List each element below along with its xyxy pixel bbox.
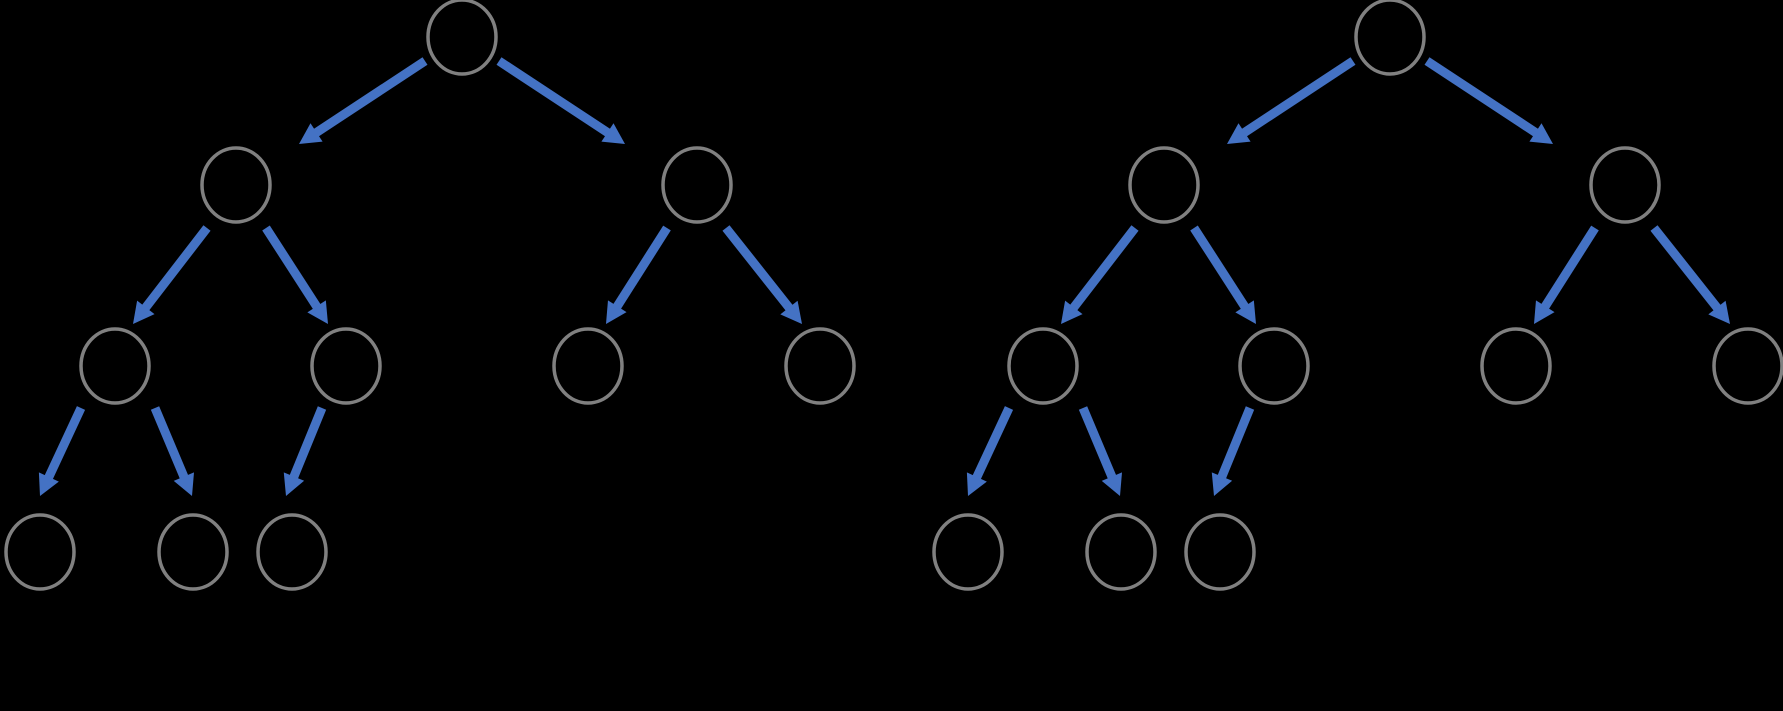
arrow-lr-lrl xyxy=(283,406,327,496)
arrow-ll-lll xyxy=(966,406,1014,496)
arrow-ll-llr xyxy=(1078,406,1123,496)
arrow-shaft xyxy=(262,225,323,312)
arrowhead-icon xyxy=(1534,300,1555,324)
node-lrl xyxy=(1184,513,1256,591)
arrow-r-rr xyxy=(722,225,802,324)
arrowhead-icon xyxy=(299,123,323,144)
arrowhead-icon xyxy=(1211,472,1233,496)
arrow-shaft xyxy=(722,225,795,313)
arrow-ll-lll xyxy=(38,406,86,496)
arrow-l-ll xyxy=(133,225,211,324)
arrow-root-r xyxy=(1424,57,1553,144)
arrow-shaft xyxy=(971,406,1014,482)
arrowhead-icon xyxy=(173,472,195,496)
node-lr xyxy=(310,327,382,405)
node-lll xyxy=(4,513,76,591)
arrowhead-icon xyxy=(601,123,625,144)
arrow-shaft xyxy=(611,225,671,312)
node-r xyxy=(1589,146,1661,224)
arrow-shaft xyxy=(1424,57,1541,138)
node-rl xyxy=(1480,327,1552,405)
node-lrl xyxy=(256,513,328,591)
node-r xyxy=(661,146,733,224)
arrowhead-icon xyxy=(307,300,328,324)
arrow-root-r xyxy=(496,57,625,144)
arrowhead-icon xyxy=(1235,300,1256,324)
node-lll xyxy=(932,513,1004,591)
arrow-root-l xyxy=(299,57,428,144)
node-rl xyxy=(552,327,624,405)
arrow-r-rr xyxy=(1650,225,1730,324)
arrow-root-l xyxy=(1227,57,1356,144)
node-l xyxy=(1128,146,1200,224)
arrow-shaft xyxy=(1068,225,1139,313)
right-tree xyxy=(932,0,1783,591)
arrowhead-icon xyxy=(1529,123,1553,144)
arrowhead-icon xyxy=(1061,300,1083,324)
arrow-shaft xyxy=(1539,225,1599,312)
arrowhead-icon xyxy=(606,300,627,324)
arrow-shaft xyxy=(1650,225,1723,313)
node-llr xyxy=(1085,513,1157,591)
arrow-shaft xyxy=(1216,406,1255,482)
arrow-shaft xyxy=(288,406,327,482)
arrowhead-icon xyxy=(1227,123,1251,144)
arrow-lr-lrl xyxy=(1211,406,1255,496)
node-rr xyxy=(784,327,856,405)
arrow-shaft xyxy=(1078,406,1118,482)
node-root xyxy=(426,0,498,76)
arrowhead-icon xyxy=(1101,472,1123,496)
arrow-l-ll xyxy=(1061,225,1139,324)
node-lr xyxy=(1238,327,1310,405)
arrow-shaft xyxy=(311,57,428,138)
arrowhead-icon xyxy=(1708,300,1730,324)
arrow-shaft xyxy=(43,406,86,482)
arrow-ll-llr xyxy=(150,406,195,496)
arrowhead-icon xyxy=(780,300,802,324)
arrow-shaft xyxy=(496,57,613,138)
arrowhead-icon xyxy=(283,472,305,496)
node-ll xyxy=(79,327,151,405)
arrow-l-lr xyxy=(262,225,328,324)
arrow-shaft xyxy=(1190,225,1251,312)
arrowhead-icon xyxy=(966,472,987,496)
arrow-r-rl xyxy=(606,225,671,324)
arrow-l-lr xyxy=(1190,225,1256,324)
arrow-r-rl xyxy=(1534,225,1599,324)
node-ll xyxy=(1007,327,1079,405)
node-rr xyxy=(1712,327,1783,405)
left-tree xyxy=(4,0,856,591)
arrowhead-icon xyxy=(133,300,155,324)
node-l xyxy=(200,146,272,224)
arrow-shaft xyxy=(150,406,190,482)
arrow-shaft xyxy=(140,225,211,313)
node-root xyxy=(1354,0,1426,76)
node-llr xyxy=(157,513,229,591)
arrowhead-icon xyxy=(38,472,59,496)
arrow-shaft xyxy=(1239,57,1356,138)
